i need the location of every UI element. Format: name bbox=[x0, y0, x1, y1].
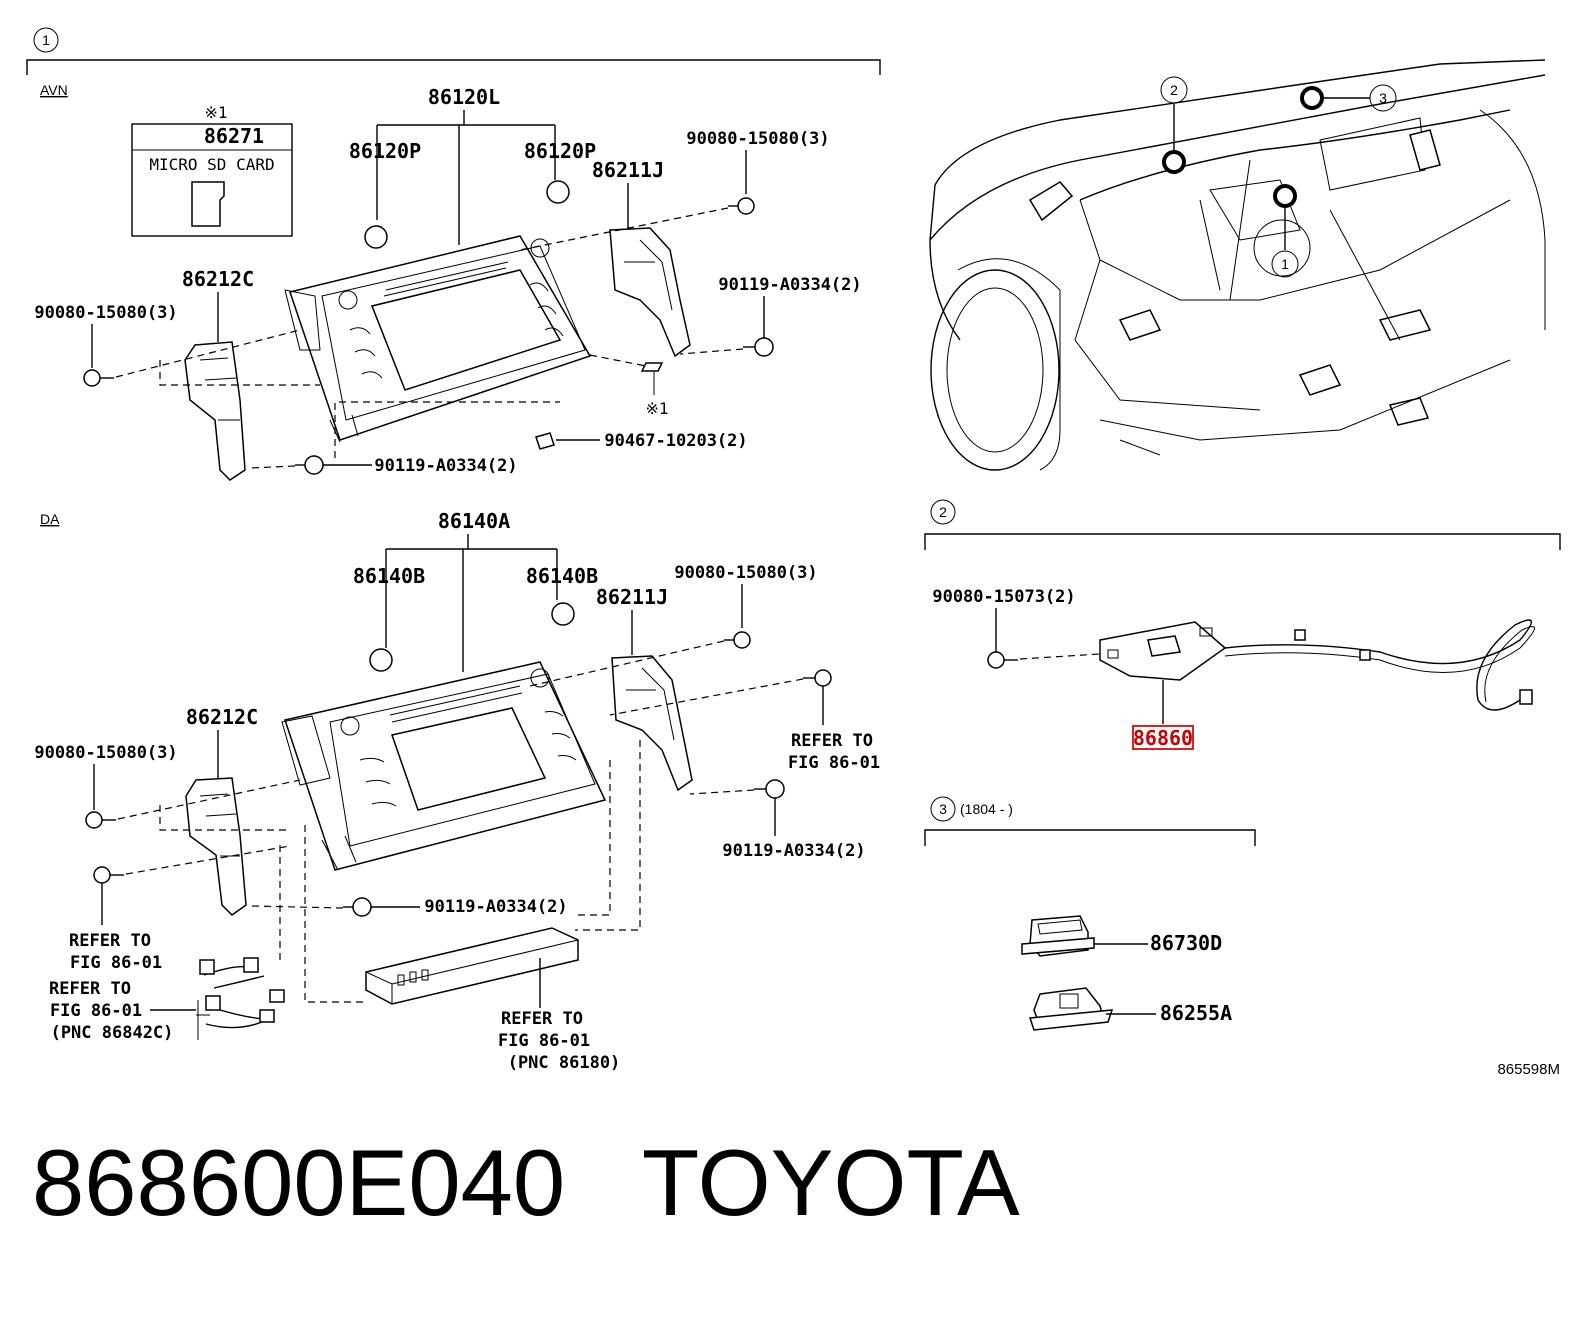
overview-callout-3: 3 bbox=[1379, 90, 1387, 106]
bolt-icon-da-refer bbox=[803, 669, 832, 687]
screw-icon-da-bottom bbox=[343, 897, 372, 917]
footer-brand: TOYOTA bbox=[641, 1130, 1020, 1235]
da-group: 86140A 86140B 86140B 86211J 90080-15080(… bbox=[34, 509, 880, 1073]
screw-icon-avn-right bbox=[743, 337, 774, 357]
knob-86140B-left bbox=[369, 648, 393, 672]
footer-title: 868600E040 TOYOTA bbox=[32, 1136, 1020, 1230]
label-86120P-left[interactable]: 86120P bbox=[349, 139, 421, 163]
switch-group: 86730D 86255A bbox=[1021, 915, 1232, 1031]
da-module-box[interactable] bbox=[365, 927, 579, 1005]
label-86271[interactable]: 86271 bbox=[204, 124, 264, 148]
sd-clip-icon bbox=[640, 362, 664, 372]
section-3-range: (1804 - ) bbox=[960, 801, 1013, 817]
bolt-icon-avn-left bbox=[83, 369, 114, 387]
section-2-number: 2 bbox=[939, 504, 947, 520]
label-screw-bottom-avn[interactable]: 90119-A0334(2) bbox=[374, 456, 517, 476]
knob-86120P-right bbox=[546, 180, 570, 204]
bolt-icon-avn-top bbox=[728, 197, 755, 215]
label-86120L[interactable]: 86120L bbox=[428, 85, 500, 109]
highlight-86860 bbox=[1132, 725, 1194, 750]
label-86255A[interactable]: 86255A bbox=[1160, 1001, 1232, 1025]
avn-head-unit[interactable] bbox=[284, 235, 592, 443]
label-86212C-avn[interactable]: 86212C bbox=[182, 267, 254, 291]
footer-part-number: 868600E040 bbox=[32, 1130, 566, 1235]
overview-callout-2: 2 bbox=[1170, 82, 1178, 98]
label-refer-left-1[interactable]: REFER TO bbox=[69, 931, 151, 951]
label-refer-box-3[interactable]: (PNC 86180) bbox=[508, 1053, 621, 1073]
bracket-86212C-avn bbox=[184, 341, 246, 481]
label-refer-harness-1[interactable]: REFER TO bbox=[49, 979, 131, 999]
switch-86730D[interactable] bbox=[1021, 915, 1095, 957]
label-86211J-avn[interactable]: 86211J bbox=[592, 158, 664, 182]
knob-86120P-left bbox=[364, 225, 388, 249]
mark-clip-avn: ※1 bbox=[645, 399, 668, 418]
label-refer-box-1[interactable]: REFER TO bbox=[501, 1009, 583, 1029]
label-86730D[interactable]: 86730D bbox=[1150, 931, 1222, 955]
label-clip-90467[interactable]: 90467-10203(2) bbox=[604, 431, 747, 451]
avn-group: 86271 MICRO SD CARD ※1 86120L 86120P 861… bbox=[34, 85, 862, 481]
label-refer-right-2[interactable]: FIG 86-01 bbox=[788, 753, 880, 773]
section-1-header: 1 bbox=[26, 27, 881, 75]
label-86140B-left[interactable]: 86140B bbox=[353, 564, 425, 588]
label-refer-harness-2[interactable]: FIG 86-01 bbox=[50, 1001, 142, 1021]
label-bolt-left-da[interactable]: 90080-15080(3) bbox=[34, 743, 177, 763]
da-harness[interactable] bbox=[196, 957, 285, 1040]
mic-group: 90080-15073(2) 86860 bbox=[932, 587, 1535, 750]
label-86140A[interactable]: 86140A bbox=[438, 509, 510, 533]
bracket-86212C-da bbox=[185, 777, 247, 916]
label-refer-harness-3[interactable]: (PNC 86842C) bbox=[51, 1023, 174, 1043]
bolt-icon-mic bbox=[987, 651, 1018, 669]
label-screw-right-da[interactable]: 90119-A0334(2) bbox=[722, 841, 865, 861]
screw-icon-avn-bottom bbox=[295, 455, 324, 475]
label-micro-sd: MICRO SD CARD bbox=[149, 155, 274, 174]
label-refer-right-1[interactable]: REFER TO bbox=[791, 731, 873, 751]
label-bolt-top-da[interactable]: 90080-15080(3) bbox=[674, 563, 817, 583]
bolt-icon-da-left bbox=[85, 811, 116, 829]
micro-sd-box[interactable]: 86271 MICRO SD CARD bbox=[131, 123, 293, 237]
label-86120P-right[interactable]: 86120P bbox=[524, 139, 596, 163]
section-2-header: 2 bbox=[924, 499, 1561, 550]
bolt-icon-da-top bbox=[724, 631, 751, 649]
vehicle-interior-overview: 2 3 1 bbox=[929, 59, 1546, 471]
mark-86271: ※1 bbox=[204, 103, 227, 122]
da-head-unit[interactable] bbox=[281, 661, 607, 871]
section-3-header: 3 (1804 - ) bbox=[924, 796, 1256, 846]
avn-label: AVN bbox=[40, 82, 68, 98]
micro-sd-card-icon bbox=[191, 181, 225, 227]
clip-icon-90467 bbox=[535, 432, 555, 450]
label-86860[interactable]: 86860 bbox=[1133, 726, 1193, 750]
label-refer-left-2[interactable]: FIG 86-01 bbox=[70, 953, 162, 973]
bolt-icon-da-left-lower bbox=[93, 866, 124, 884]
section-3-number: 3 bbox=[939, 801, 947, 817]
label-bolt-left-avn[interactable]: 90080-15080(3) bbox=[34, 303, 177, 323]
label-refer-box-2[interactable]: FIG 86-01 bbox=[498, 1031, 590, 1051]
bracket-86211J-da bbox=[611, 655, 693, 792]
switch-86255A[interactable] bbox=[1028, 987, 1114, 1031]
figure-code: 865598M bbox=[1497, 1061, 1560, 1078]
label-screw-right-avn[interactable]: 90119-A0334(2) bbox=[718, 275, 861, 295]
section-1-number: 1 bbox=[42, 32, 50, 48]
knob-86140B-right bbox=[551, 602, 575, 626]
label-86140B-right[interactable]: 86140B bbox=[526, 564, 598, 588]
screw-icon-da-right bbox=[754, 779, 785, 799]
label-bolt-top-avn[interactable]: 90080-15080(3) bbox=[686, 129, 829, 149]
label-bolt-mic[interactable]: 90080-15073(2) bbox=[932, 587, 1075, 607]
mic-assembly-86860[interactable] bbox=[1099, 619, 1535, 711]
overview-callout-1: 1 bbox=[1281, 256, 1289, 272]
label-screw-bottom-da[interactable]: 90119-A0334(2) bbox=[424, 897, 567, 917]
da-label: DA bbox=[40, 511, 60, 527]
bracket-86211J-avn bbox=[609, 227, 691, 358]
label-86211J-da[interactable]: 86211J bbox=[596, 585, 668, 609]
label-86212C-da[interactable]: 86212C bbox=[186, 705, 258, 729]
